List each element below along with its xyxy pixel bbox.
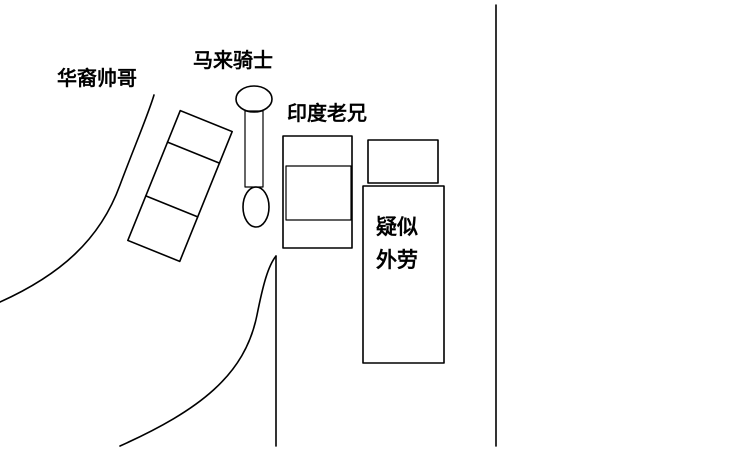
- label-huayi: 华裔帅哥: [57, 66, 137, 90]
- label-waild-line1: 疑似: [376, 215, 418, 239]
- tilted-car: [127, 109, 233, 263]
- motorcycle-body: [244, 110, 264, 188]
- motorcycle-helmet: [235, 85, 273, 113]
- car-yindu-body: [282, 135, 353, 249]
- label-malai: 马来骑士: [193, 48, 273, 72]
- label-yindu: 印度老兄: [287, 101, 367, 125]
- motorcycle: [235, 85, 273, 228]
- left-road-edge-upper: [0, 94, 155, 303]
- car-yindu-roof: [285, 165, 352, 221]
- truck: [362, 139, 445, 364]
- truck-cab: [367, 139, 439, 184]
- label-waild-line2: 外劳: [376, 248, 418, 272]
- left-road-edge-lower: [119, 255, 277, 447]
- motorcycle-wheel: [242, 186, 270, 228]
- truck-cargo: [362, 185, 445, 364]
- car-yindu: [282, 135, 353, 249]
